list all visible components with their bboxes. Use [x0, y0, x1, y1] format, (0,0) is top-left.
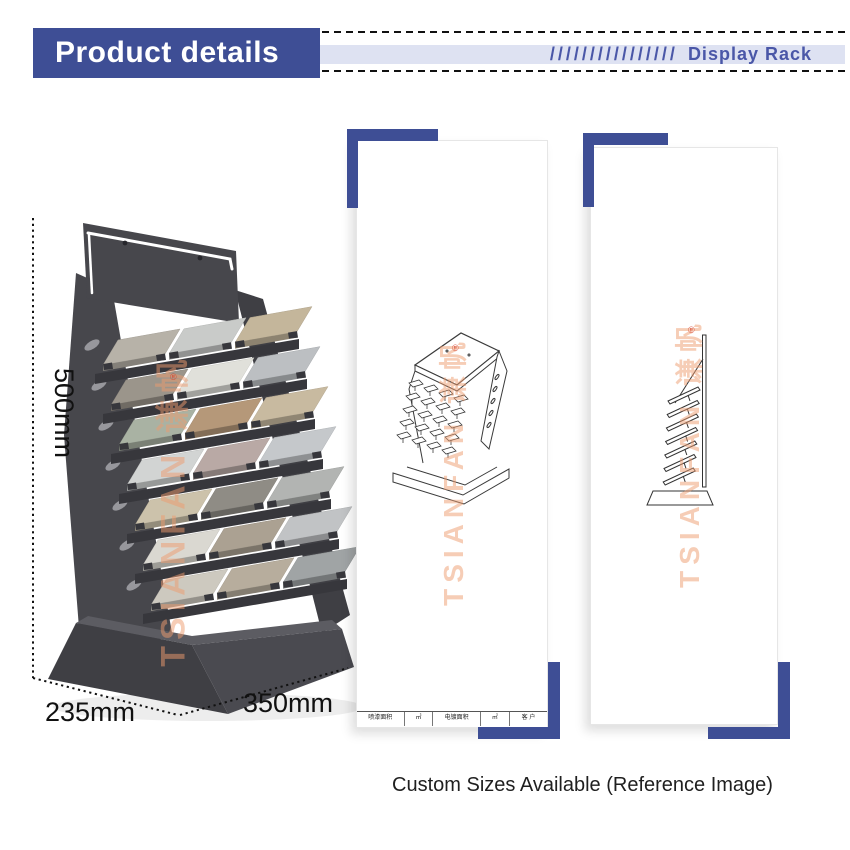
- drawing-panel-sideview: TSIANFAN 谦帆 ®: [590, 147, 778, 725]
- dim-depth-label: 235mm: [45, 697, 136, 727]
- header-highlight-left: [87, 233, 94, 295]
- section-title-box: Product details: [33, 28, 320, 78]
- corner-accent: [347, 129, 438, 208]
- rack-header-board: [83, 223, 239, 323]
- header-hole: [122, 240, 128, 246]
- dashed-line-bottom: [322, 70, 850, 72]
- rack-base-front-left: [48, 623, 228, 714]
- header-highlight: [86, 231, 234, 271]
- header-hole: [197, 255, 203, 261]
- rack-base-top: [76, 616, 342, 645]
- dim-height-label: 500mm: [49, 368, 79, 459]
- decorative-slashes: ////////////////: [549, 44, 678, 64]
- corner-accent: [478, 662, 560, 739]
- header-tag: Display Rack: [687, 44, 812, 64]
- side-view-drawing: [641, 329, 729, 521]
- title-block-cell: 电镀面积: [433, 712, 481, 726]
- cad-title-block: 喷漆面积 ㎡ 电镀面积 ㎡ 客 户: [357, 711, 547, 726]
- header-band: //////////////// Display Rack: [320, 44, 845, 64]
- dashed-line-top: [322, 31, 850, 33]
- sample-tile-rows: [95, 306, 360, 624]
- corner-accent: [583, 133, 668, 207]
- title-block-cell: ㎡: [405, 712, 434, 726]
- dim-line-depth: [32, 677, 179, 716]
- title-block-cell: 客 户: [521, 715, 536, 721]
- drawing-panel-isometric: TSIANFAN 谦帆 ® 喷漆面积 ㎡ 电镀面积 ㎡ 客 户: [356, 140, 548, 728]
- isometric-drawing: [385, 321, 517, 533]
- title-block-cell: ㎡: [481, 712, 510, 726]
- title-block-cell: 喷漆面积: [357, 712, 405, 726]
- dim-width-label: 350mm: [243, 688, 334, 718]
- product-photo-rack: [32, 218, 360, 721]
- rack-base-front-right: [192, 629, 354, 714]
- corner-accent: [708, 662, 790, 739]
- page-title: Product details: [55, 36, 280, 69]
- dim-line-width: [179, 667, 349, 716]
- footer-note: Custom Sizes Available (Reference Image): [392, 774, 773, 796]
